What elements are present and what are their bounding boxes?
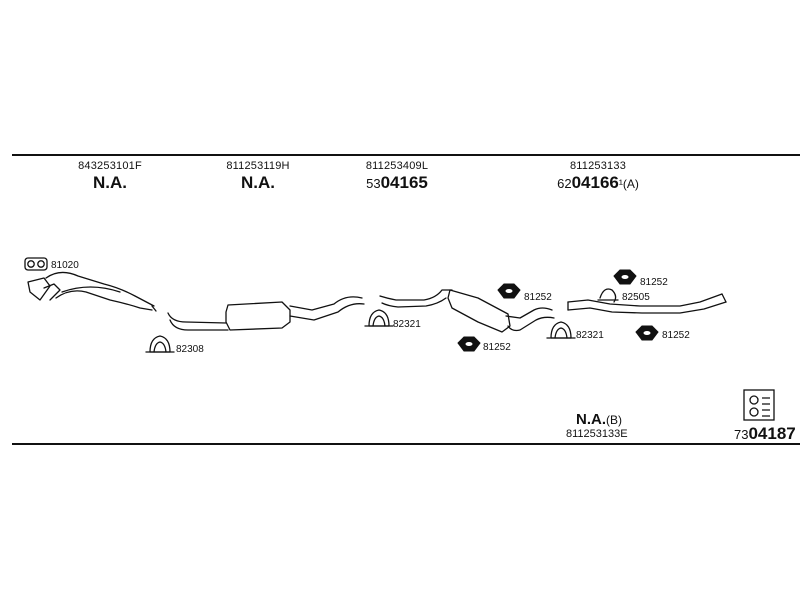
- oem-number: 811253119H: [226, 160, 290, 172]
- gasket-icon[interactable]: [24, 257, 48, 271]
- rubber-mount-icon[interactable]: [635, 325, 659, 341]
- column-front-pipe[interactable]: 843253101F N.A.: [78, 160, 142, 193]
- front-pipe[interactable]: [27, 271, 157, 312]
- na-label: N.A.(B): [576, 411, 622, 428]
- oem-number: 811253409L: [365, 160, 429, 172]
- clamp-icon[interactable]: [145, 335, 175, 353]
- top-rule: [12, 154, 800, 156]
- kit-number[interactable]: 7304187: [734, 424, 796, 443]
- oem-number: 811253133: [569, 160, 627, 172]
- callout-clamp-82321: 82321: [393, 319, 421, 330]
- middle-silencer[interactable]: [379, 289, 555, 333]
- column-tail-pipe[interactable]: 811253133 6204166¹(A): [557, 160, 639, 193]
- callout-mount-81252: 81252: [662, 330, 690, 341]
- callout-mount-81252: 81252: [640, 277, 668, 288]
- rubber-mount-icon[interactable]: [457, 336, 481, 352]
- callout-mount-81252: 81252: [483, 342, 511, 353]
- clamp-icon[interactable]: [364, 309, 394, 327]
- part-number: 6204166¹(A): [557, 173, 639, 192]
- callout-mount-81252: 81252: [524, 292, 552, 303]
- rubber-mount-icon[interactable]: [497, 283, 521, 299]
- part-number: N.A.: [241, 173, 275, 192]
- part-number: N.A.: [93, 173, 127, 192]
- bottom-rule: [12, 443, 800, 445]
- column-front-silencer[interactable]: 811253119H N.A.: [226, 160, 289, 193]
- clamp-icon[interactable]: [546, 321, 576, 339]
- mounting-kit-icon[interactable]: [743, 389, 775, 421]
- tail-pipe[interactable]: [567, 293, 727, 314]
- oem-number: 843253101F: [78, 160, 142, 172]
- rubber-mount-icon[interactable]: [613, 269, 637, 285]
- column-middle-silencer[interactable]: 811253409L 5304165: [366, 160, 428, 193]
- part-number: 5304165: [366, 173, 428, 192]
- front-silencer[interactable]: [167, 296, 365, 331]
- callout-gasket-81020: 81020: [51, 260, 79, 271]
- callout-clamp-82321: 82321: [576, 330, 604, 341]
- bracket-icon[interactable]: [597, 288, 619, 303]
- oem-number-bottom: 811253133E: [566, 428, 628, 440]
- callout-clamp-82308: 82308: [176, 344, 204, 355]
- callout-bracket-82505: 82505: [622, 292, 650, 303]
